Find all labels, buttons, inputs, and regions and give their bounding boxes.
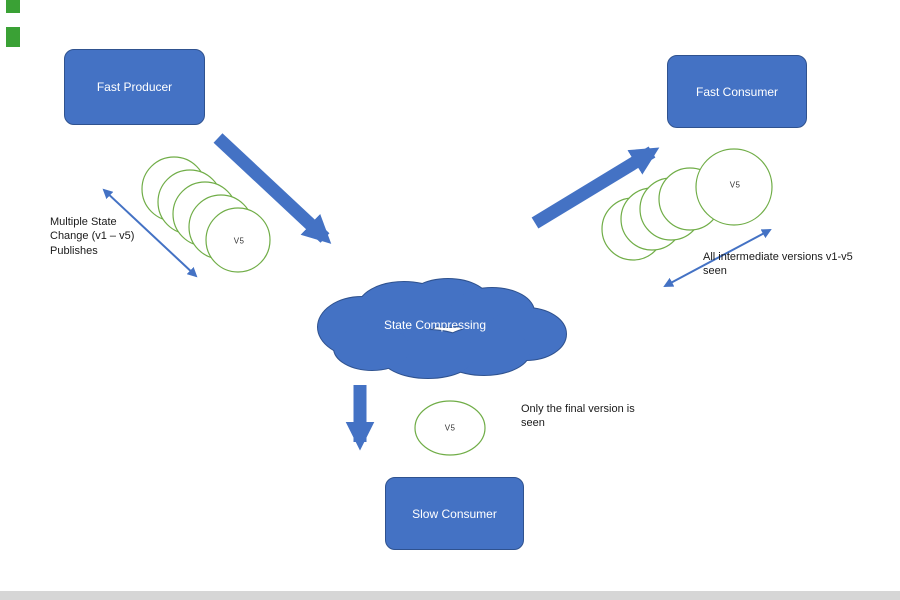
fast-producer-label: Fast Producer bbox=[96, 80, 173, 94]
version-circle-front bbox=[695, 148, 773, 226]
slow-consumer-label: Slow Consumer bbox=[412, 506, 497, 521]
slow-consumer-node: Slow Consumer bbox=[385, 477, 524, 550]
fast-consumer-node: Fast Consumer bbox=[667, 55, 807, 128]
version-circle-front bbox=[205, 207, 271, 273]
fast-consumer-label: Fast Consumer bbox=[695, 84, 779, 99]
final-version-circle bbox=[414, 400, 486, 456]
cloud-body bbox=[318, 279, 566, 378]
left-range-double-arrow bbox=[102, 188, 198, 278]
right-version-stack bbox=[601, 148, 773, 261]
left-annotation: Multiple State Change (v1 – v5) Publishe… bbox=[50, 216, 135, 257]
producer-to-cloud-arrow bbox=[213, 133, 332, 244]
fast-producer-node: Fast Producer bbox=[64, 49, 205, 125]
right-version-label: V5 bbox=[729, 180, 741, 190]
bottom-annotation: Only the final version is seen bbox=[521, 403, 635, 430]
left-version-stack bbox=[141, 156, 271, 273]
bottom-version-label: V5 bbox=[444, 423, 456, 433]
cloud-to-fast-consumer-arrow bbox=[531, 146, 660, 229]
right-range-double-arrow bbox=[663, 229, 772, 287]
cloud-shape bbox=[317, 278, 567, 379]
cloud-label: State Compressing bbox=[383, 318, 487, 332]
left-version-label: V5 bbox=[233, 236, 245, 246]
bottom-edge-strip bbox=[0, 591, 900, 600]
right-annotation: All intermediate versions v1-v5 seen bbox=[703, 251, 853, 278]
edge-artifact-top bbox=[6, 0, 20, 13]
edge-artifact-bottom bbox=[6, 27, 20, 47]
